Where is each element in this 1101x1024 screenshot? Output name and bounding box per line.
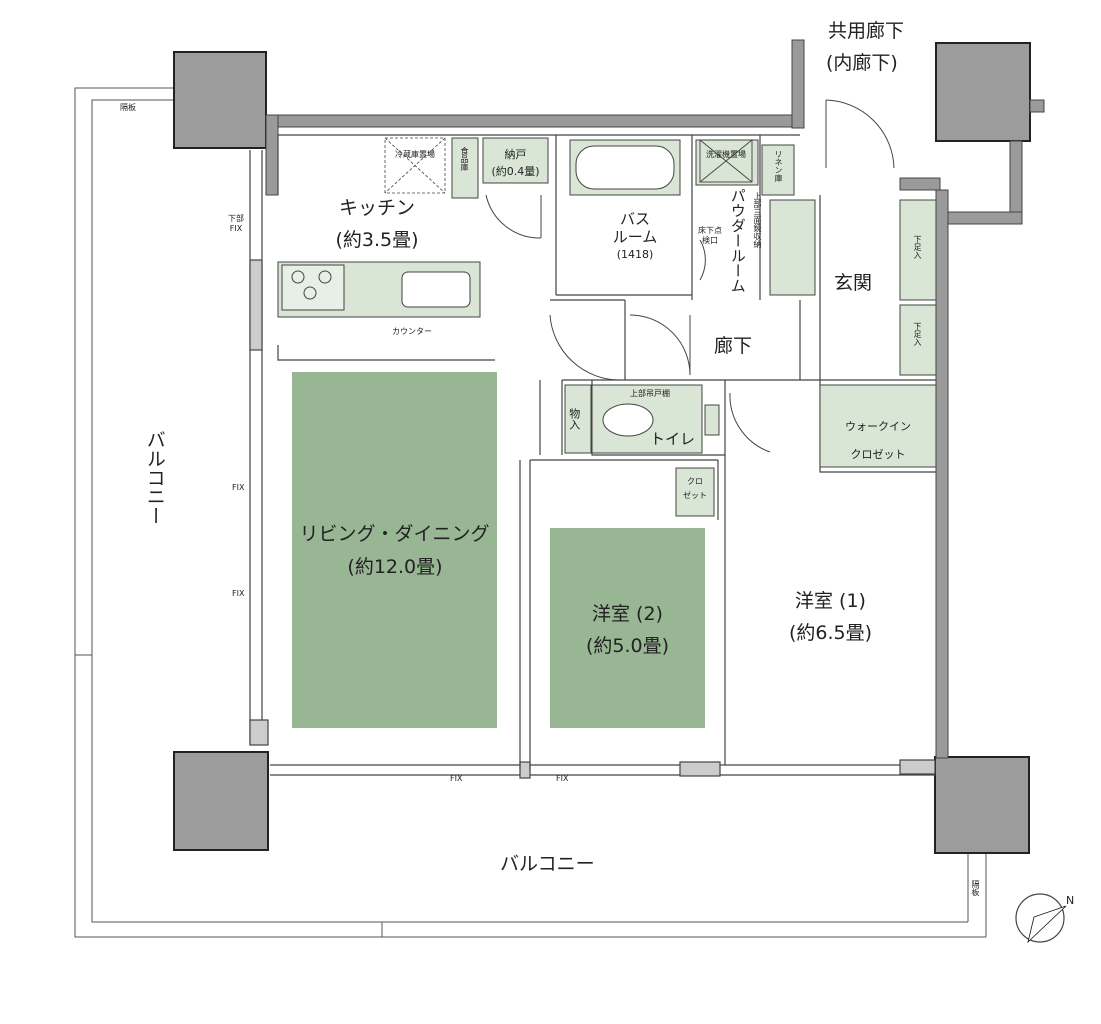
western-room-2-label: 洋室 (2) — [592, 603, 663, 625]
entrance-label: 玄関 — [834, 272, 873, 294]
column-top-right — [935, 42, 1031, 142]
powder-room-label: パウダールーム — [728, 188, 747, 293]
walk-in-label-b: クロゼット — [850, 448, 906, 461]
inner-corridor-label: (内廊下) — [826, 52, 898, 74]
closet-label-b: ゼット — [683, 491, 707, 500]
column-bottom-left — [173, 751, 269, 851]
living-dining-area — [292, 372, 497, 728]
storage-door-label: 納戸 — [504, 148, 527, 161]
fridge-space — [384, 137, 446, 194]
living-dining-label: リビング・ダイニング — [299, 523, 490, 545]
storage-closet-label: 物入 — [567, 408, 581, 430]
column-top-left — [173, 51, 267, 149]
window-wall — [249, 150, 936, 779]
compass-north-label: N — [1066, 894, 1075, 907]
column-bottom-right — [934, 756, 1030, 854]
fixtures — [277, 137, 937, 517]
fix-label-3: FIX — [450, 774, 463, 783]
walk-in-label-a: ウォークイン — [845, 420, 911, 433]
living-dining-size: (約12.0畳) — [347, 556, 443, 578]
toilet-label: トイレ — [650, 430, 696, 448]
fix-label-2: FIX — [232, 589, 245, 598]
western-room-2-size: (約5.0畳) — [585, 635, 670, 657]
fix-label-1: FIX — [232, 483, 245, 492]
under-floor-inspection-label: 床下点検口 — [698, 226, 722, 245]
upper-cabinet-label: 上部吊戸棚 — [630, 389, 670, 398]
bathroom-label-b: ルーム — [612, 228, 658, 246]
kitchen-size: (約3.5畳) — [335, 229, 419, 251]
fridge-label: 冷蔵庫置場 — [395, 150, 435, 159]
storage-door-size: (約0.4量) — [491, 165, 540, 178]
closet-label-a: クロ — [687, 477, 703, 486]
shoe-storage-1-label: 下足入 — [913, 235, 922, 259]
kitchen-label: キッチン — [338, 197, 415, 219]
western-room-2-area — [550, 528, 705, 728]
common-corridor-label: 共用廊下 — [828, 20, 905, 42]
counter-label: カウンター — [392, 327, 432, 336]
western-room-1-size: (約6.5畳) — [788, 622, 873, 644]
balcony-left-label: バルコニー — [143, 430, 166, 525]
bathroom-label-a: バス — [619, 210, 650, 228]
lower-fix-label: 下部FIX — [228, 214, 244, 233]
balcony-outline — [74, 87, 987, 938]
fix-label-4: FIX — [556, 774, 569, 783]
washer-label: 洗濯機置場 — [706, 150, 746, 159]
compass — [1015, 893, 1067, 944]
partition-label-top: 隔板 — [120, 103, 136, 112]
linen-label: リネン庫 — [774, 150, 783, 182]
door-swings — [485, 99, 895, 453]
bathroom-size: (1418) — [616, 248, 654, 261]
washer-space — [699, 139, 753, 183]
hallway-label: 廊下 — [714, 335, 753, 357]
shoe-storage-2-label: 下足入 — [913, 322, 922, 346]
upper-mirror-storage-label: 上部三面鏡収納 — [753, 192, 762, 248]
western-room-1-label: 洋室 (1) — [795, 590, 866, 612]
partition-label-right: 隔板 — [971, 880, 980, 896]
balcony-bottom-label: バルコニー — [500, 853, 595, 875]
pantry-label: 食品庫 — [460, 147, 469, 171]
stove-burners — [291, 270, 332, 300]
exterior-walls — [265, 39, 1045, 759]
